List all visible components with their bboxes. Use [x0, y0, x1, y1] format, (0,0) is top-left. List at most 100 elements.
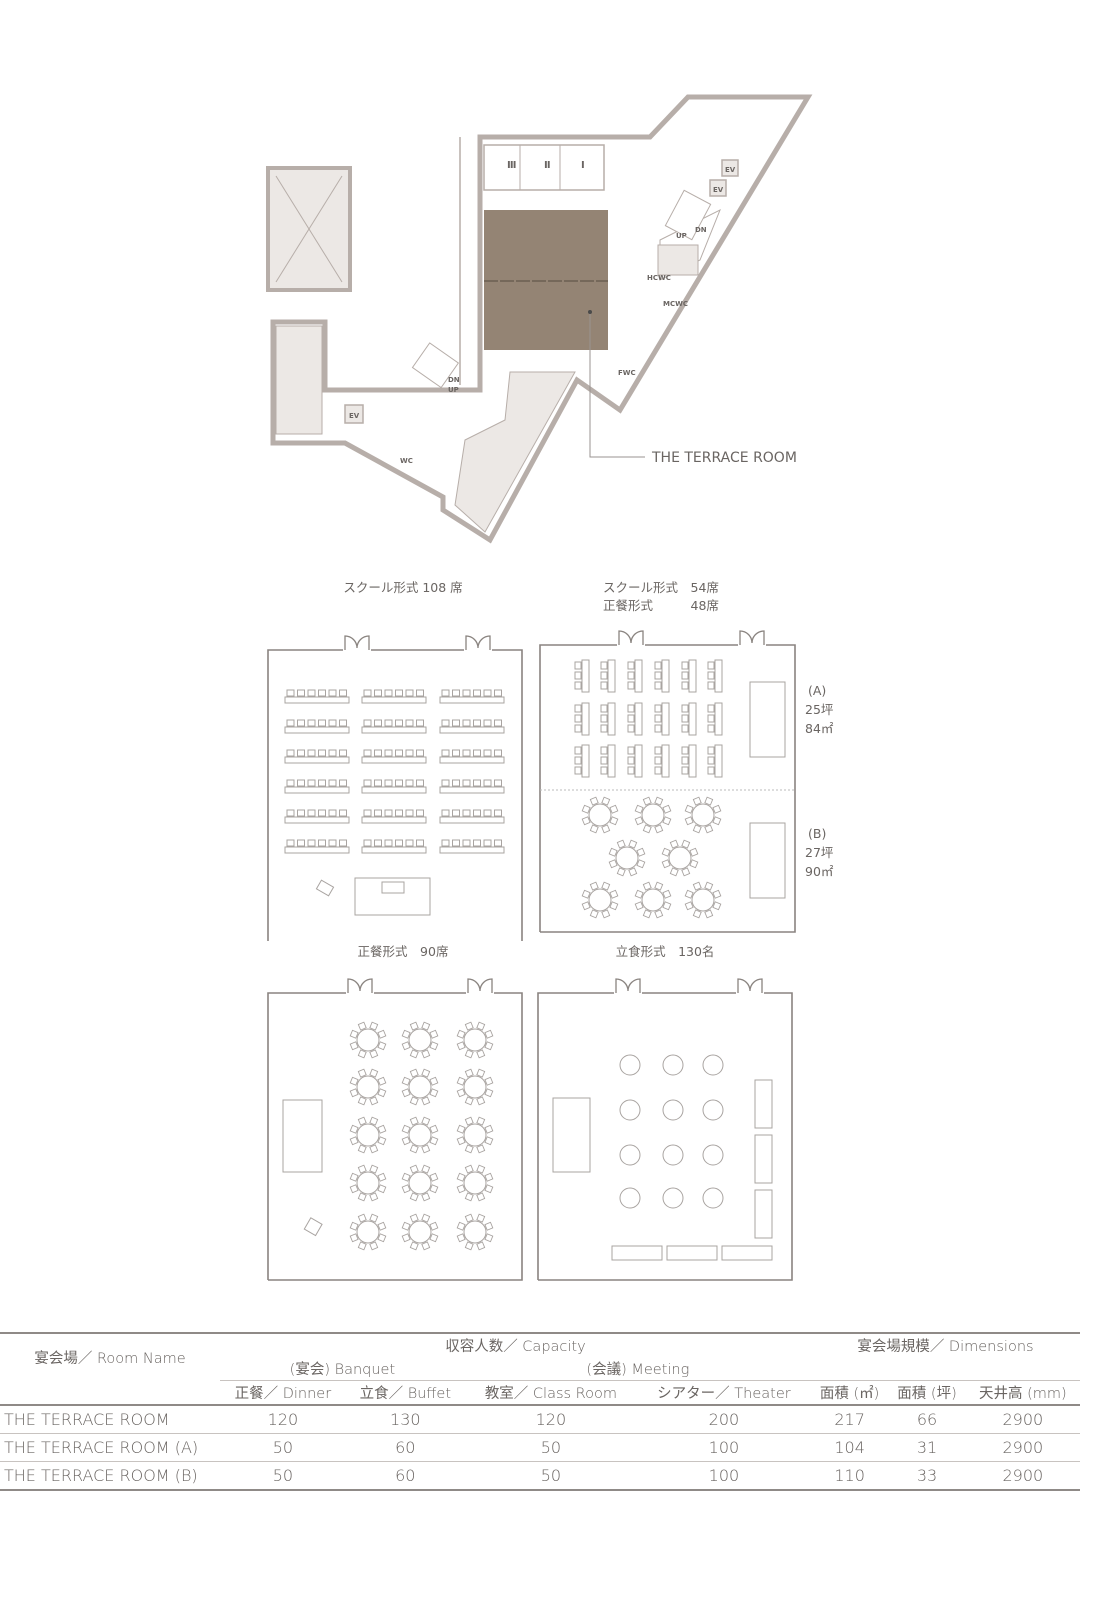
chair-icon — [464, 1021, 474, 1031]
chair-icon — [609, 816, 619, 826]
layout-room-outline — [537, 992, 793, 1281]
chair-icon — [328, 779, 337, 787]
round-table — [356, 1028, 380, 1052]
chair-icon — [328, 689, 337, 697]
chair-icon — [409, 1213, 419, 1223]
chair-icon — [429, 1221, 439, 1231]
chair-icon — [574, 661, 582, 670]
standing-table — [702, 1099, 724, 1121]
door-icon — [465, 635, 491, 650]
wc-label: WC — [400, 457, 413, 465]
value-cell: 66 — [888, 1404, 966, 1434]
chair-icon — [627, 704, 635, 713]
split-layout-title-1: スクール形式 54席 — [603, 580, 719, 595]
school-desk — [284, 756, 350, 764]
round-table — [588, 888, 612, 912]
chair-icon — [662, 804, 672, 814]
school-desk — [439, 726, 505, 734]
layout-room-outline — [539, 644, 796, 933]
round-table — [408, 1220, 432, 1244]
chair-icon — [654, 824, 664, 834]
chair-icon — [318, 719, 326, 727]
chair-icon — [384, 809, 393, 817]
chair-icon — [654, 756, 662, 765]
up-label: UP — [448, 386, 459, 394]
chair-icon — [581, 804, 591, 814]
service-area — [275, 325, 323, 435]
chair-icon — [349, 1076, 359, 1086]
chair-icon — [374, 779, 382, 787]
chair-icon — [600, 746, 608, 755]
chair-icon — [628, 839, 638, 849]
round-table — [641, 888, 665, 912]
capacity-header: 収容人数／ Capacity — [220, 1332, 811, 1357]
foyer — [454, 371, 576, 533]
chair-icon — [483, 719, 492, 727]
chair-icon — [369, 1192, 379, 1202]
chair-icon — [421, 1144, 431, 1154]
value-cell: 60 — [345, 1461, 465, 1491]
value-cell: 110 — [810, 1461, 889, 1491]
chair-icon — [452, 689, 460, 697]
chair-icon — [609, 889, 619, 899]
chair-icon — [416, 839, 424, 847]
col-area-tsubo: 面積 (坪) — [888, 1380, 966, 1405]
chair-icon — [464, 1116, 474, 1126]
chair-icon — [712, 901, 722, 911]
chair-icon — [409, 1116, 419, 1126]
chair-icon — [328, 839, 337, 847]
chair-icon — [707, 756, 715, 765]
meeting-header: (会議) Meeting — [586, 1362, 690, 1378]
chair-icon — [464, 1144, 474, 1154]
col-classroom: 教室／ Class Room — [464, 1380, 637, 1405]
chair-icon — [429, 1172, 439, 1182]
chair-icon — [464, 1192, 474, 1202]
chair-icon — [654, 746, 662, 755]
chair-icon — [681, 661, 689, 670]
chair-icon — [421, 1068, 431, 1078]
chair-icon — [339, 719, 347, 727]
chair-icon — [476, 1192, 486, 1202]
room-b-name: (B) — [808, 826, 826, 841]
chair-icon — [374, 809, 382, 817]
chair-icon — [669, 839, 679, 849]
chair-icon — [484, 1172, 494, 1182]
chair-icon — [441, 719, 450, 727]
chair-icon — [600, 704, 608, 713]
chair-icon — [684, 901, 694, 911]
chair-icon — [456, 1076, 466, 1086]
chair-icon — [654, 724, 662, 733]
buffet-counter — [611, 1245, 663, 1261]
chair-icon — [600, 766, 608, 775]
stairs — [664, 189, 712, 241]
chair-icon — [401, 1221, 411, 1231]
school-desk — [361, 756, 427, 764]
school-desk — [439, 816, 505, 824]
chair-icon — [409, 1096, 419, 1106]
chair-icon — [662, 816, 672, 826]
chair-icon — [483, 689, 492, 697]
chair-icon — [395, 689, 403, 697]
chair-icon — [405, 719, 414, 727]
chair-icon — [307, 839, 316, 847]
callout-label: THE TERRACE ROOM — [651, 450, 797, 466]
chair-icon — [642, 824, 652, 834]
chair-icon — [484, 1136, 494, 1146]
round-table — [463, 1028, 487, 1052]
capacity-table: 宴会場／ Room Name 収容人数／ Capacity 宴会場規模／ Dim… — [0, 1332, 1080, 1491]
chair-icon — [627, 756, 635, 765]
value-cell: 100 — [636, 1433, 811, 1462]
chair-icon — [464, 1213, 474, 1223]
door-icon — [618, 630, 644, 645]
callout-line — [589, 312, 645, 458]
chair-icon — [574, 681, 582, 690]
chair-icon — [494, 719, 502, 727]
round-table — [356, 1123, 380, 1147]
chair-icon — [684, 889, 694, 899]
chair-icon — [441, 689, 450, 697]
chair-icon — [401, 1124, 411, 1134]
chair-icon — [600, 681, 608, 690]
chair-icon — [464, 1068, 474, 1078]
chair-icon — [692, 909, 702, 919]
chair-icon — [494, 839, 502, 847]
